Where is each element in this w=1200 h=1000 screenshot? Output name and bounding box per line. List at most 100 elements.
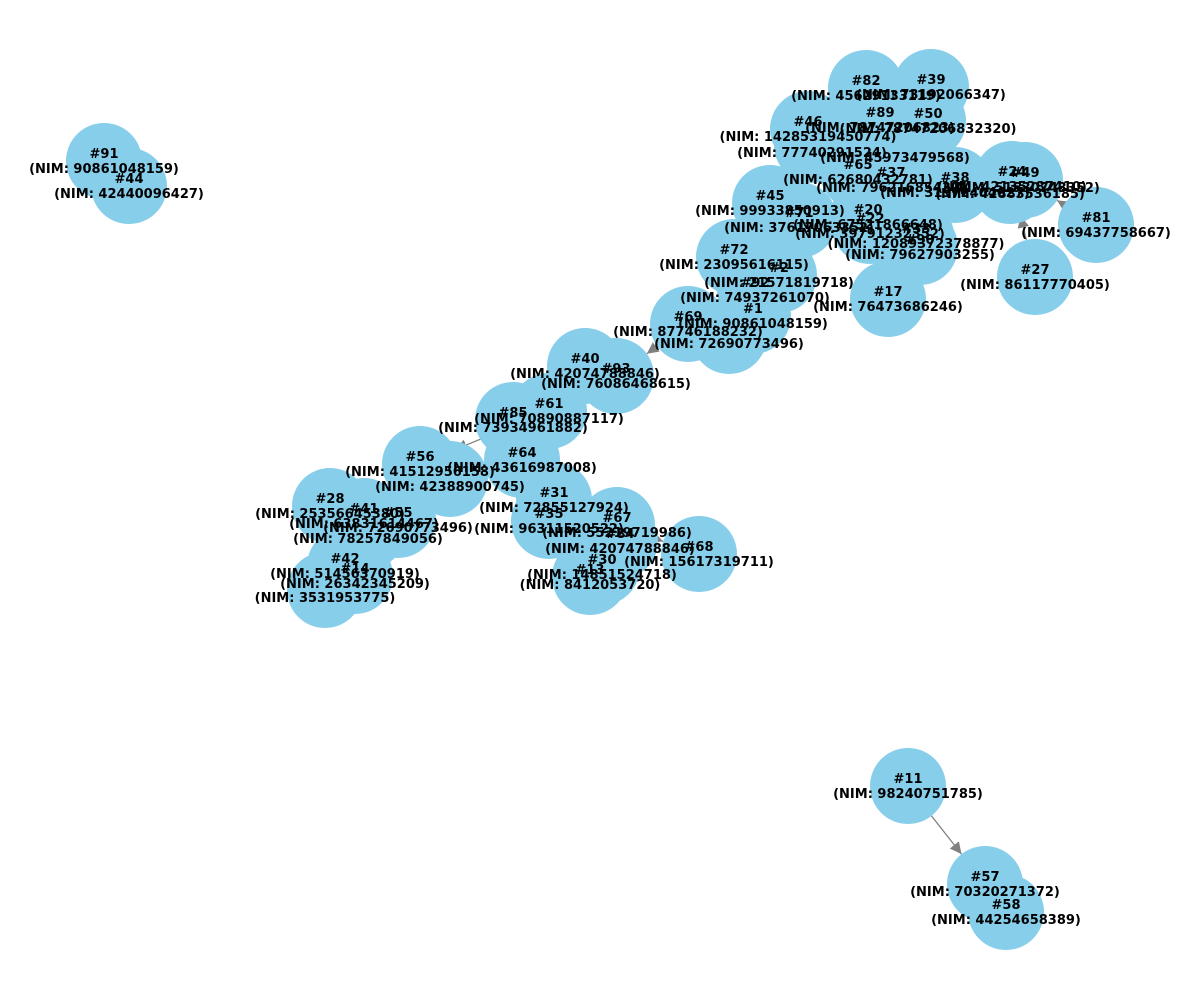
node-id-label: #11 [894, 772, 923, 787]
node-nim-label: (NIM: 90861048159) [678, 317, 828, 332]
node-81 [1058, 187, 1134, 263]
node-id-label: #17 [874, 285, 903, 300]
node-6 [691, 298, 767, 374]
node-id-label: #67 [603, 511, 632, 526]
node-id-label: #58 [992, 898, 1021, 913]
node-11 [870, 748, 946, 824]
node-nim-label: (NIM: 8412053720) [520, 578, 661, 593]
node-nim-label: (NIM: 14851524718) [527, 568, 677, 583]
node-nim-label: (NIM: 72690773496) [323, 521, 473, 536]
node-nim-label: (NIM: 87746188232) [613, 325, 763, 340]
node-nim-label: (NIM: 45973479568) [820, 151, 970, 166]
node-nim-label: (NIM: 42440096427) [54, 187, 204, 202]
node-id-label: #20 [854, 203, 883, 218]
node-nim-label: (NIM: 41512956158) [345, 465, 495, 480]
node-93 [578, 338, 654, 414]
node-nim-label: (NIM: 14285319450774) [720, 130, 897, 145]
node-nim-label: (NIM: 70320271372) [910, 885, 1060, 900]
node-nim-label: (NIM: 45629133119) [791, 89, 941, 104]
node-nim-label: (NIM: 76086468615) [541, 377, 691, 392]
node-nim-label: (NIM: 12089372378877) [828, 237, 1005, 252]
node-id-label: #37 [877, 166, 906, 181]
node-nim-label: (NIM: 42135287410) [937, 180, 1087, 195]
node-nim-label: (NIM: 42388900745) [375, 480, 525, 495]
node-17 [850, 261, 926, 337]
node-id-label: #31 [540, 486, 569, 501]
node-nim-label: (NIM: 90861048159) [29, 162, 179, 177]
node-id-label: #72 [720, 243, 749, 258]
node-nim-label: (NIM: 39791232352) [795, 227, 945, 242]
node-nim-label: (NIM: 79627903255) [845, 248, 995, 263]
node-nim-label: (NIM: 62680432781) [783, 173, 933, 188]
node-nim-label: (NIM: 42074788846) [545, 542, 695, 557]
node-nim-label: (NIM: 67521866648) [793, 218, 943, 233]
node-id-label: #50 [914, 107, 943, 122]
node-nim-label: (NIM: 42883536185) [935, 187, 1085, 202]
edge-69-93 [646, 342, 660, 355]
node-nim-label: (NIM: 72855127924) [479, 501, 629, 516]
node-id-label: #61 [535, 397, 564, 412]
node-id-label: #68 [685, 540, 714, 555]
node-nim-label: (NIM: 21571819718) [704, 276, 854, 291]
node-id-label: #64 [508, 446, 537, 461]
node-nim-label: (NIM: 70890887117) [474, 412, 624, 427]
node-id-label: #93 [602, 362, 631, 377]
node-id-label: #33 [902, 222, 931, 237]
node-nim-label: (NIM: 55219719986) [542, 526, 692, 541]
node-id-label: #27 [1021, 263, 1050, 278]
node-nim-label: (NIM: 43616987008) [447, 461, 597, 476]
node-nim-label: (NIM: 99933850913) [695, 204, 845, 219]
node-nim-label: (NIM: 78257849056) [293, 532, 443, 547]
node-id-label: #82 [852, 74, 881, 89]
node-id-label: #81 [1082, 211, 1111, 226]
node-nim-label: (NIM: 86117770405) [960, 278, 1110, 293]
node-nim-label: (NIM: 37617063352) [724, 221, 874, 236]
node-id-label: #45 [756, 189, 785, 204]
node-id-label: #85 [499, 406, 528, 421]
node-nim-label: (NIM: 76473686246) [813, 300, 963, 315]
node-nim-label: (NIM: 25356645380) [255, 507, 405, 522]
node-id-label: #90 [906, 233, 935, 248]
node-nim-label: (NIM: 74937261070) [680, 291, 830, 306]
node-id-label: #89 [866, 106, 895, 121]
node-id-label: #39 [917, 73, 946, 88]
node-id-label: #49 [1011, 166, 1040, 181]
node-nim-label: (NIM: 73934961882) [438, 421, 588, 436]
node-id-label: #71 [785, 206, 814, 221]
node-35 [511, 483, 587, 559]
node-id-label: #69 [674, 310, 703, 325]
node-nim-label: (NIM: 96311520522) [474, 522, 624, 537]
node-id-label: #55 [384, 506, 413, 521]
node-nim-label: (NIM: 77740291524) [737, 146, 887, 161]
node-id-label: #91 [90, 147, 119, 162]
node-nim-label: (NIM: 78747206823) [805, 121, 955, 136]
node-id-label: #13 [576, 563, 605, 578]
node-id-label: #28 [316, 492, 345, 507]
node-id-label: #42 [331, 552, 360, 567]
node-nim-label: (NIM: 79621685430) [816, 181, 966, 196]
node-58 [968, 874, 1044, 950]
node-19 [972, 148, 1048, 224]
node-id-label: #56 [406, 450, 435, 465]
node-layer: #91(NIM: 90861048159)#44(NIM: 4244009642… [29, 49, 1171, 950]
node-id-label: #40 [571, 352, 600, 367]
node-nim-label: (NIM: 44254658389) [931, 913, 1081, 928]
edge-11-57 [930, 815, 963, 855]
node-nim-label: (NIM: 42074788846) [510, 367, 660, 382]
node-nim-label: (NIM: 78747206832320) [840, 122, 1017, 137]
node-nim-label: (NIM: 51456370919) [270, 567, 420, 582]
node-id-label: #57 [971, 870, 1000, 885]
node-nim-label: (NIM: 98240751785) [833, 787, 983, 802]
node-id-label: #14 [341, 562, 370, 577]
node-13 [552, 539, 628, 615]
node-id-label: #41 [350, 502, 379, 517]
node-id-label: #92 [741, 276, 770, 291]
node-id-label: #44 [115, 172, 144, 187]
node-nim-label: (NIM: 23095616115) [659, 258, 809, 273]
node-62 [412, 441, 488, 517]
node-id-label: #24 [998, 165, 1027, 180]
node-68 [661, 516, 737, 592]
node-nim-label: (NIM: 73192066347) [856, 88, 1006, 103]
node-id-label: #65 [844, 158, 873, 173]
